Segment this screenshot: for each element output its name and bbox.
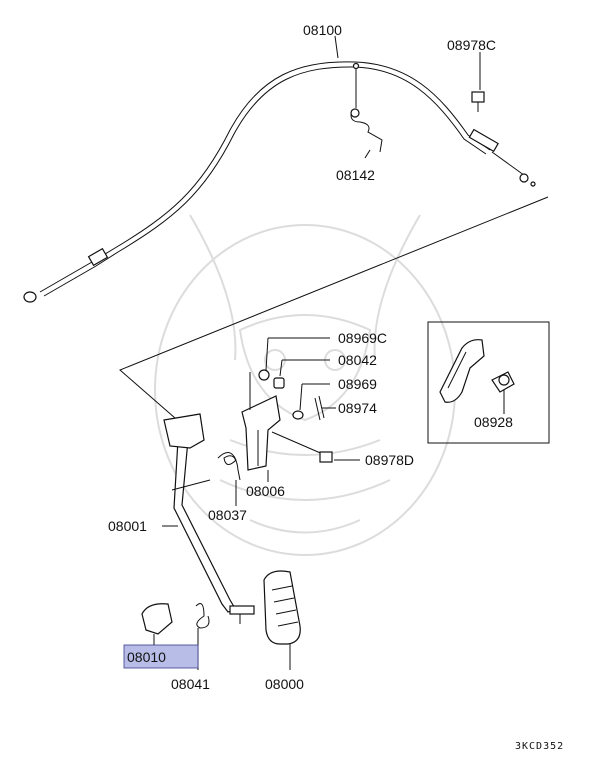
- bolt-08978C: [471, 91, 485, 112]
- label-08100: 08100: [303, 22, 342, 38]
- bracket-08006: [241, 372, 281, 471]
- stopper-detail: [439, 339, 515, 406]
- label-08042: 08042: [338, 352, 377, 368]
- washer-08969: [292, 410, 304, 420]
- label-08969: 08969: [338, 376, 377, 392]
- accelerator-cable: [23, 61, 536, 303]
- pedal-lever: [163, 413, 255, 624]
- label-08001: 08001: [108, 518, 147, 534]
- label-08037: 08037: [208, 507, 247, 523]
- label-08006: 08006: [246, 483, 285, 499]
- label-08978C: 08978C: [447, 37, 496, 53]
- watermark-emblem: [154, 214, 456, 556]
- pedal-pad-08000: [263, 570, 301, 670]
- label-08928: 08928: [474, 414, 513, 430]
- label-08969C: 08969C: [338, 330, 387, 346]
- clip-08142: [350, 62, 383, 153]
- label-08010: 08010: [127, 649, 166, 665]
- leader-lines: [162, 35, 505, 527]
- figure-code: 3KCD352: [515, 741, 564, 752]
- label-08000: 08000: [265, 676, 304, 692]
- bushing-08042: [273, 377, 285, 389]
- detail-inset-frame: [427, 321, 550, 444]
- nut-08969C: [258, 369, 270, 381]
- pin-08974: [314, 395, 325, 421]
- label-08041: 08041: [171, 676, 210, 692]
- spring-08037: [217, 452, 241, 481]
- label-08974: 08974: [338, 400, 377, 416]
- label-08142: 08142: [336, 167, 375, 183]
- label-08978D: 08978D: [365, 452, 414, 468]
- stopper-08010: [141, 603, 173, 645]
- highlight-08010: [123, 644, 199, 669]
- bolt-08978D: [271, 431, 333, 463]
